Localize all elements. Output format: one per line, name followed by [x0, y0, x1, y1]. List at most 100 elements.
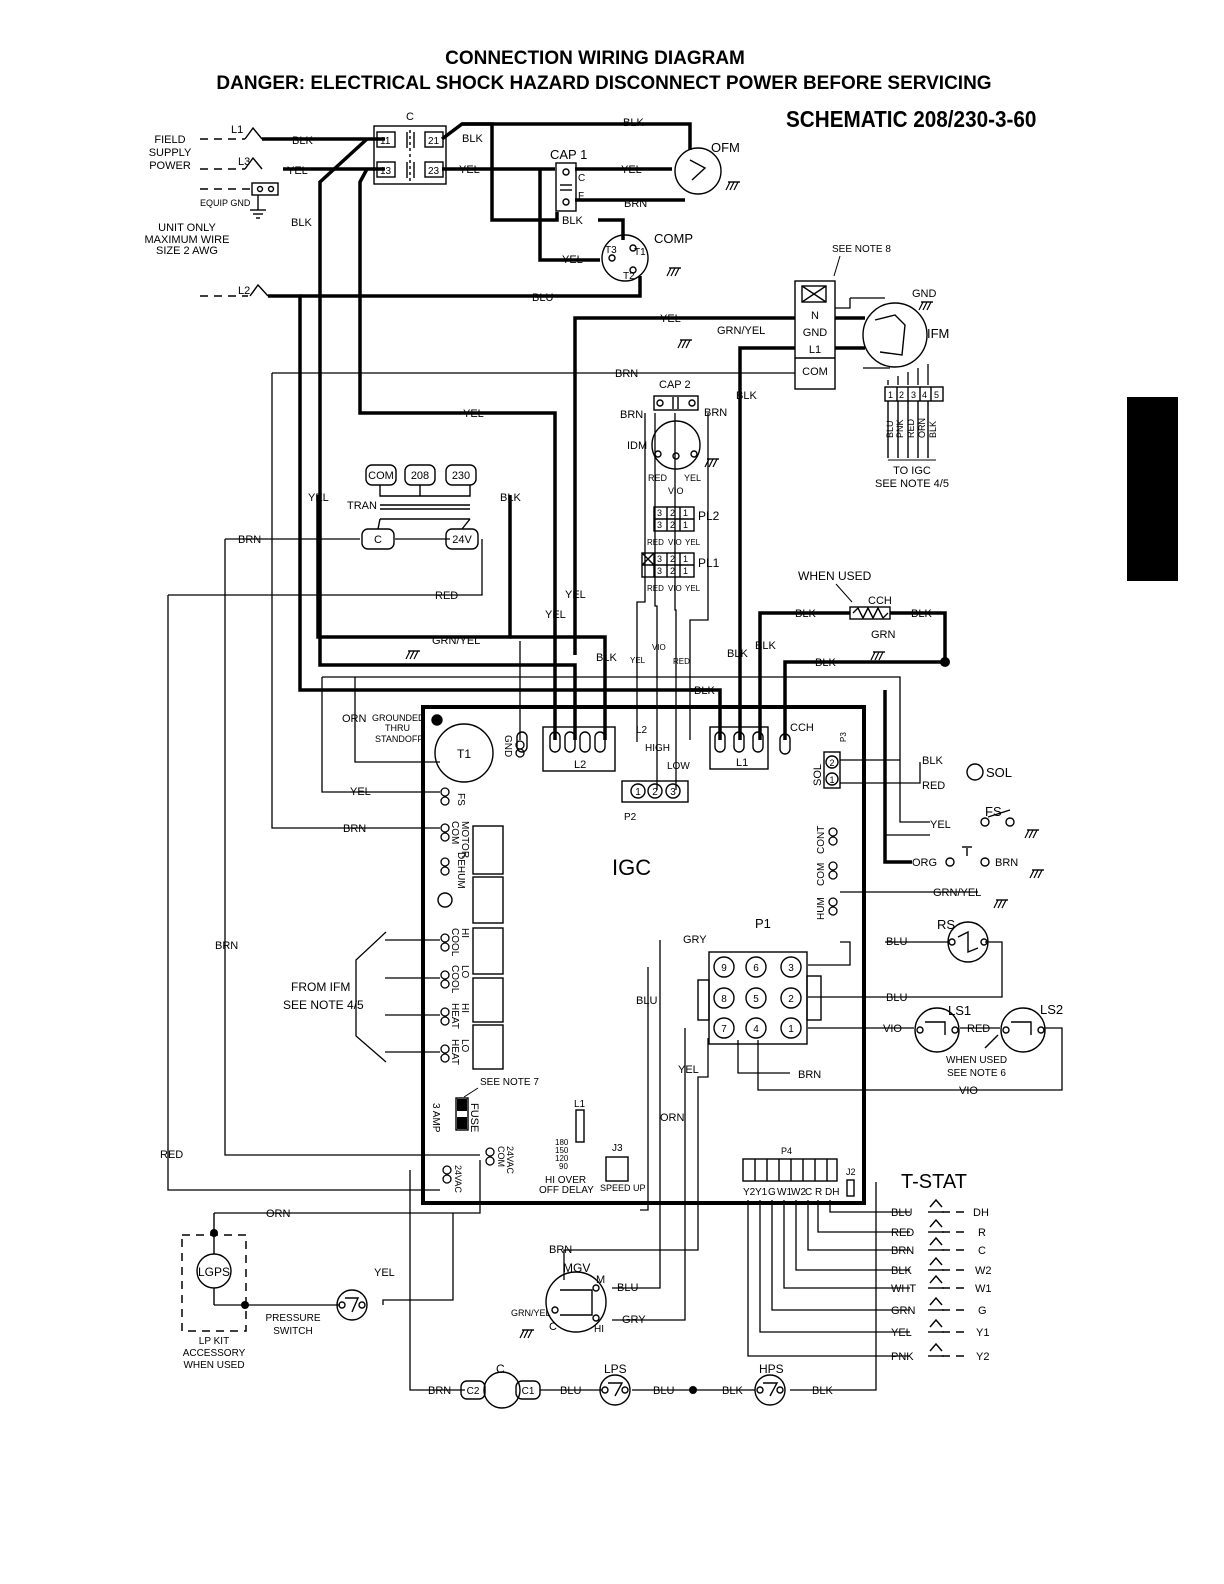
ofm-label: OFM — [711, 140, 740, 155]
ifm-plug-col-2: PNK — [895, 419, 905, 438]
wire-yel-618: YEL — [545, 609, 566, 621]
cch-blk-left: BLK — [795, 608, 816, 620]
wire-blk-662: BLK — [815, 657, 836, 669]
wire-yel-ofm: YEL — [621, 164, 642, 176]
igc-p2-label: P2 — [624, 812, 637, 823]
p1-yel-wire: YEL — [678, 1064, 699, 1076]
p1-orn-wire: ORN — [660, 1112, 685, 1124]
idm-label: IDM — [627, 440, 647, 452]
ls2-switch — [1000, 1007, 1046, 1053]
contactor-23: 23 — [428, 166, 440, 177]
igc-terminal-pairs — [440, 740, 838, 1184]
pl1-1: 1 — [683, 554, 688, 564]
wire-yel-23: YEL — [459, 164, 480, 176]
p4-g: G — [768, 1187, 776, 1198]
igc-fuse — [455, 1097, 469, 1131]
wire-blu-l2: BLU — [532, 292, 553, 304]
wire-grnyel-ifm: GRN/YEL — [717, 325, 765, 337]
igc-motor-label: MOTOR — [459, 821, 470, 858]
tstat-term-c: C — [978, 1245, 986, 1257]
p1-pin-9: 9 — [721, 963, 727, 974]
brn-vertical: BRN — [215, 940, 238, 952]
cap2-brn-left: BRN — [620, 409, 643, 421]
wire-red-664: RED — [673, 657, 690, 666]
igc-p1-label: P1 — [755, 916, 771, 931]
ifm-com-label: COM — [802, 366, 828, 378]
pl-yel-2: YEL — [685, 584, 701, 593]
ls1-switch — [914, 1007, 960, 1053]
igc-p2-high: HIGH — [645, 743, 670, 754]
grounded-2: THRU — [385, 723, 410, 733]
igc-p2-pin1: 1 — [635, 787, 641, 798]
wire-vio-650: VIO — [652, 643, 666, 652]
rs-sensor — [947, 921, 989, 963]
cap1-capacitor — [555, 162, 577, 212]
fuse-fill — [457, 1099, 467, 1129]
igc-l1-connector — [709, 726, 769, 770]
wire-yel-598: YEL — [565, 589, 586, 601]
idm-vio: VIO — [668, 486, 684, 496]
contactor-label: C — [406, 111, 414, 123]
tstat-label: T-STAT — [901, 1171, 967, 1193]
speed-up-label: SPEED UP — [600, 1183, 646, 1193]
ls-red-wire: RED — [967, 1023, 990, 1035]
wire-blk-661: BLK — [596, 652, 617, 664]
mgv-hi-label: HI — [594, 1324, 604, 1335]
tran-label: TRAN — [347, 500, 377, 512]
igc-amp-label: 3 AMP — [430, 1103, 441, 1133]
pressure-1: PRESSURE — [265, 1313, 320, 1324]
cch-heater — [849, 606, 891, 620]
lps-blu-wire: BLU — [653, 1385, 674, 1397]
igc-hum-label: HUM — [816, 897, 827, 920]
wire-yel-ifm: YEL — [660, 313, 681, 325]
unit-only-3: SIZE 2 AWG — [156, 245, 218, 257]
igc-fuse-label: FUSE — [468, 1103, 480, 1132]
igc-hi-heat-2: HEAT — [449, 1003, 460, 1029]
mgv-blu-wire: BLU — [617, 1282, 638, 1294]
c-blu-wire: BLU — [560, 1385, 581, 1397]
igc-p3-connector — [823, 751, 841, 789]
p4-y1: Y1 — [755, 1187, 768, 1198]
tstat-wire-blk: BLK — [891, 1265, 912, 1277]
tran-brn: BRN — [238, 534, 261, 546]
comp-t3-label: T3 — [605, 245, 617, 256]
pl1-label: PL1 — [698, 556, 720, 570]
delay-90: 90 — [559, 1162, 568, 1171]
rs-label: RS — [937, 917, 955, 932]
delay-150: 150 — [555, 1146, 569, 1155]
p1-blu-wire: BLU — [886, 992, 907, 1004]
hps-label: HPS — [759, 1362, 784, 1376]
igc-l1-label: L1 — [736, 757, 748, 769]
see-note45-label: SEE NOTE 4/5 — [875, 478, 949, 490]
p1-pin-2: 2 — [788, 994, 794, 1005]
pl2-2: 2 — [670, 508, 675, 518]
mgv-label: MGV — [563, 1261, 590, 1275]
pl-vio-2: VIO — [668, 584, 682, 593]
igc-p2-l2: L2 — [636, 725, 648, 736]
pl-yel-1: YEL — [685, 538, 701, 547]
igc-lo-cool-1: LO — [459, 965, 470, 979]
ofm-motor — [674, 147, 722, 195]
sol-solenoid — [966, 763, 984, 781]
igc-cch-label: CCH — [790, 722, 814, 734]
wire-yel-cont: YEL — [463, 408, 484, 420]
ls1-label: LS1 — [948, 1003, 971, 1018]
tran-230: 230 — [452, 470, 470, 482]
igc-p2-connector — [621, 780, 689, 803]
contactor-11: 11 — [380, 136, 391, 147]
tstat-wire-pnk: PNK — [891, 1351, 914, 1363]
schematic-label: SCHEMATIC 208/230-3-60 — [786, 106, 1037, 132]
pl2-1b: 1 — [683, 520, 688, 530]
cch-grn: GRN — [871, 629, 896, 641]
ifm-label: IFM — [927, 326, 949, 341]
pl2-2b: 2 — [670, 520, 675, 530]
danger-warning: DANGER: ELECTRICAL SHOCK HAZARD DISCONNE… — [216, 73, 992, 94]
hps-blk-left: BLK — [722, 1385, 743, 1397]
igc-cont-label: CONT — [816, 826, 827, 854]
pl2-3b: 3 — [657, 520, 662, 530]
cap1-f-label: F — [578, 191, 584, 202]
tstat-term-y2: Y2 — [976, 1351, 989, 1363]
compressor — [601, 234, 649, 282]
igc-p3-pin1: 1 — [829, 775, 834, 785]
